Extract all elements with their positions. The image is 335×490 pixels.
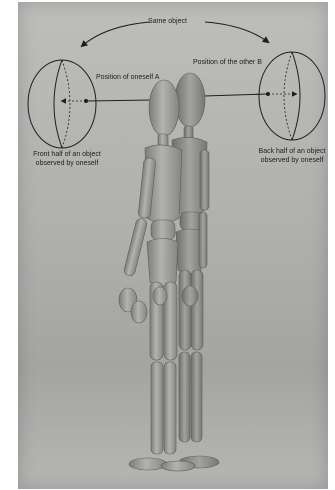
back-half-line1: Back half of an object [252, 147, 332, 156]
sight-line-b [204, 94, 268, 96]
front-half-line1: Front half of an object [28, 150, 106, 159]
front-half-caption: Front half of an object observed by ones… [28, 150, 106, 168]
front-half-line2: observed by oneself [28, 159, 106, 168]
back-sphere [259, 52, 325, 140]
back-half-caption: Back half of an object observed by onese… [252, 147, 332, 165]
position-a-label: Position of oneself A [96, 73, 159, 82]
same-object-label: Same object [0, 17, 335, 26]
position-b-label: Position of the other B [193, 58, 262, 67]
front-sphere [28, 60, 96, 148]
back-half-line2: observed by oneself [252, 156, 332, 165]
mannequin-b [172, 73, 219, 468]
